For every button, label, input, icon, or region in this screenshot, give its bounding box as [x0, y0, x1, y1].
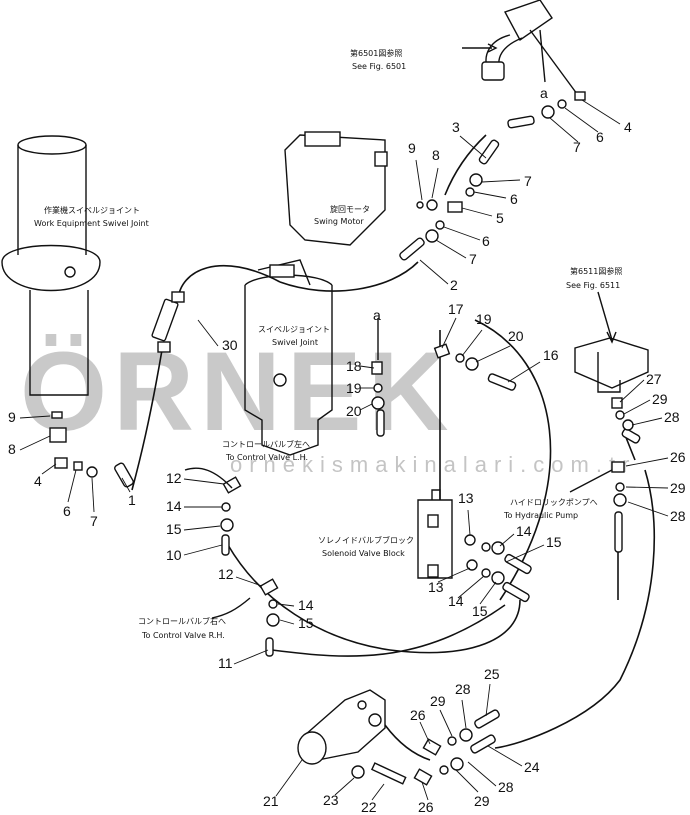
work-swivel-label-ja: 作業機スイベルジョイント: [44, 205, 140, 215]
callout: 17: [448, 301, 464, 317]
solenoid-valve-block: [417, 489, 453, 579]
callout: 9: [408, 140, 416, 156]
callout: 8: [432, 147, 440, 163]
swing-motor-ja: 旋回モータ: [330, 204, 370, 214]
swivel-joint-ja: スイベルジョイント: [258, 325, 330, 334]
solenoid-block-ja: ソレノイドバルブブロック: [318, 535, 414, 545]
control-valve-lh-ja: コントロールバルブ左へ: [222, 439, 310, 449]
callout: 10: [166, 547, 182, 563]
callout: 12: [166, 470, 182, 486]
control-valve-lh-en: To Control Valve L.H.: [225, 453, 308, 462]
callout: 15: [472, 603, 488, 619]
watermark-url: ornekismakinalari.com.tr: [230, 452, 636, 477]
hydraulic-pump-ja: ハイドロリックポンプへ: [510, 498, 598, 507]
swivel-joint-en: Swivel Joint: [272, 338, 318, 347]
callout: 7: [524, 173, 532, 189]
control-valve-rh-ja: コントロールバルブ右へ: [138, 616, 226, 626]
callout: 20: [508, 328, 524, 344]
callout: 5: [496, 210, 504, 226]
solenoid-block-en: Solenoid Valve Block: [322, 549, 405, 558]
callout: 28: [670, 508, 686, 524]
hoses: [114, 115, 655, 761]
callout: 15: [166, 521, 182, 537]
callout: 15: [298, 615, 314, 631]
swing-motor: [284, 131, 388, 246]
swing-motor-en: Swing Motor: [314, 217, 364, 226]
callout: 28: [498, 779, 514, 795]
callout: 16: [543, 347, 559, 363]
callout: 14: [166, 498, 182, 514]
callout: 6: [63, 503, 71, 519]
fig6511-block: [574, 337, 649, 393]
callout: 30: [222, 337, 238, 353]
callout: 26: [410, 707, 426, 723]
callout: 26: [418, 799, 434, 815]
callout: 6: [482, 233, 490, 249]
callout: 26: [670, 449, 686, 465]
fig6511-ja: 第6511図参照: [570, 266, 622, 276]
callout: 29: [652, 391, 668, 407]
callout: 3: [452, 119, 460, 135]
callout: 18: [346, 358, 362, 374]
fittings: [49, 91, 634, 786]
callout: 20: [346, 403, 362, 419]
connector-a-top: a: [540, 85, 548, 101]
callout: 7: [469, 251, 477, 267]
fig6501-ja: 第6501図参照: [350, 48, 402, 58]
callout: 2: [450, 277, 458, 293]
fig6501-elbow: [481, 0, 553, 81]
callout: 4: [624, 119, 632, 135]
callout: 7: [573, 139, 581, 155]
control-valve-rh-en: To Control Valve R.H.: [141, 631, 225, 640]
fig6511-en: See Fig. 6511: [566, 281, 620, 290]
callouts: 4 7 6 3 9 8 7 6 5 6 7 2 30 9 8 4 6 7 1 1…: [8, 119, 686, 815]
callout: 15: [546, 534, 562, 550]
callout: 25: [484, 666, 500, 682]
callout: 14: [516, 523, 532, 539]
callout: 23: [323, 792, 339, 808]
callout: 6: [596, 129, 604, 145]
callout: 12: [218, 566, 234, 582]
callout: 13: [428, 579, 444, 595]
callout: 19: [346, 380, 362, 396]
callout: 7: [90, 513, 98, 529]
callout: 28: [664, 409, 680, 425]
callout: 29: [474, 793, 490, 809]
callout: 8: [8, 441, 16, 457]
callout: 1: [128, 492, 136, 508]
callout: 29: [670, 480, 686, 496]
callout: 27: [646, 371, 662, 387]
callout: 13: [458, 490, 474, 506]
work-equipment-swivel-joint: [1, 135, 101, 396]
callout: 19: [476, 311, 492, 327]
fig6501-en: See Fig. 6501: [352, 62, 406, 71]
callout: 6: [510, 191, 518, 207]
callout: 11: [218, 655, 233, 671]
callout: 22: [361, 799, 377, 815]
callout: 4: [34, 473, 42, 489]
hydraulic-pump-en: To Hydraulic Pump: [503, 511, 578, 520]
callout: 28: [455, 681, 471, 697]
callout: 21: [263, 793, 279, 809]
callout: 29: [430, 693, 446, 709]
leader-lines: [19, 99, 669, 801]
callout: 24: [524, 759, 540, 775]
callout: 9: [8, 409, 16, 425]
hydraulic-pump: [297, 689, 386, 765]
work-swivel-label-en: Work Equipment Swivel Joint: [34, 219, 149, 228]
callout: 14: [298, 597, 314, 613]
connector-a-mid: a: [373, 307, 381, 323]
